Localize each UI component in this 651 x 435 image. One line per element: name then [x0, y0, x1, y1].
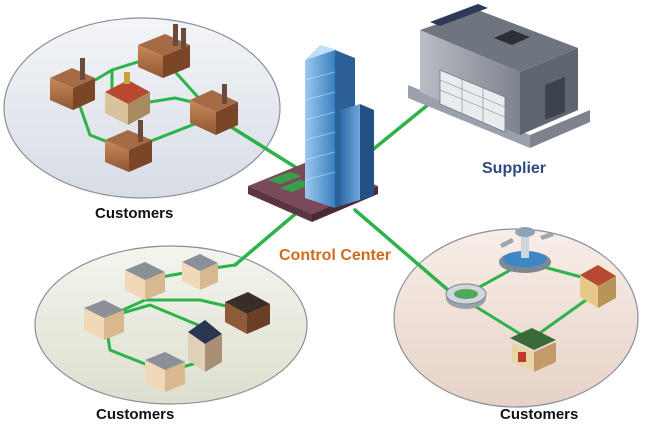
customers-label-top-left: Customers — [95, 205, 174, 222]
customers-residential-zone — [34, 245, 308, 405]
house-icon — [225, 292, 270, 334]
store-icon — [510, 328, 556, 372]
house-icon — [182, 254, 218, 290]
supplier-label: Supplier — [482, 160, 547, 177]
school-icon — [105, 72, 150, 125]
airport-icon — [499, 227, 554, 273]
factory-icon — [190, 84, 238, 135]
warehouse-icon — [408, 4, 590, 148]
stadium-icon — [445, 283, 487, 309]
school-icon — [580, 265, 616, 308]
house-icon — [125, 262, 165, 300]
factory-icon — [138, 24, 190, 78]
customers-public-zone — [393, 228, 639, 408]
house-icon — [84, 300, 124, 340]
skyscraper-icon — [248, 45, 378, 222]
control-center-label: Control Center — [279, 247, 391, 264]
customers-label-bottom-left: Customers — [96, 406, 175, 423]
factory-icon — [105, 120, 152, 172]
house-icon — [145, 352, 185, 392]
factory-icon — [50, 58, 95, 110]
customers-label-bottom-right: Customers — [500, 406, 579, 423]
house-icon — [188, 320, 222, 372]
